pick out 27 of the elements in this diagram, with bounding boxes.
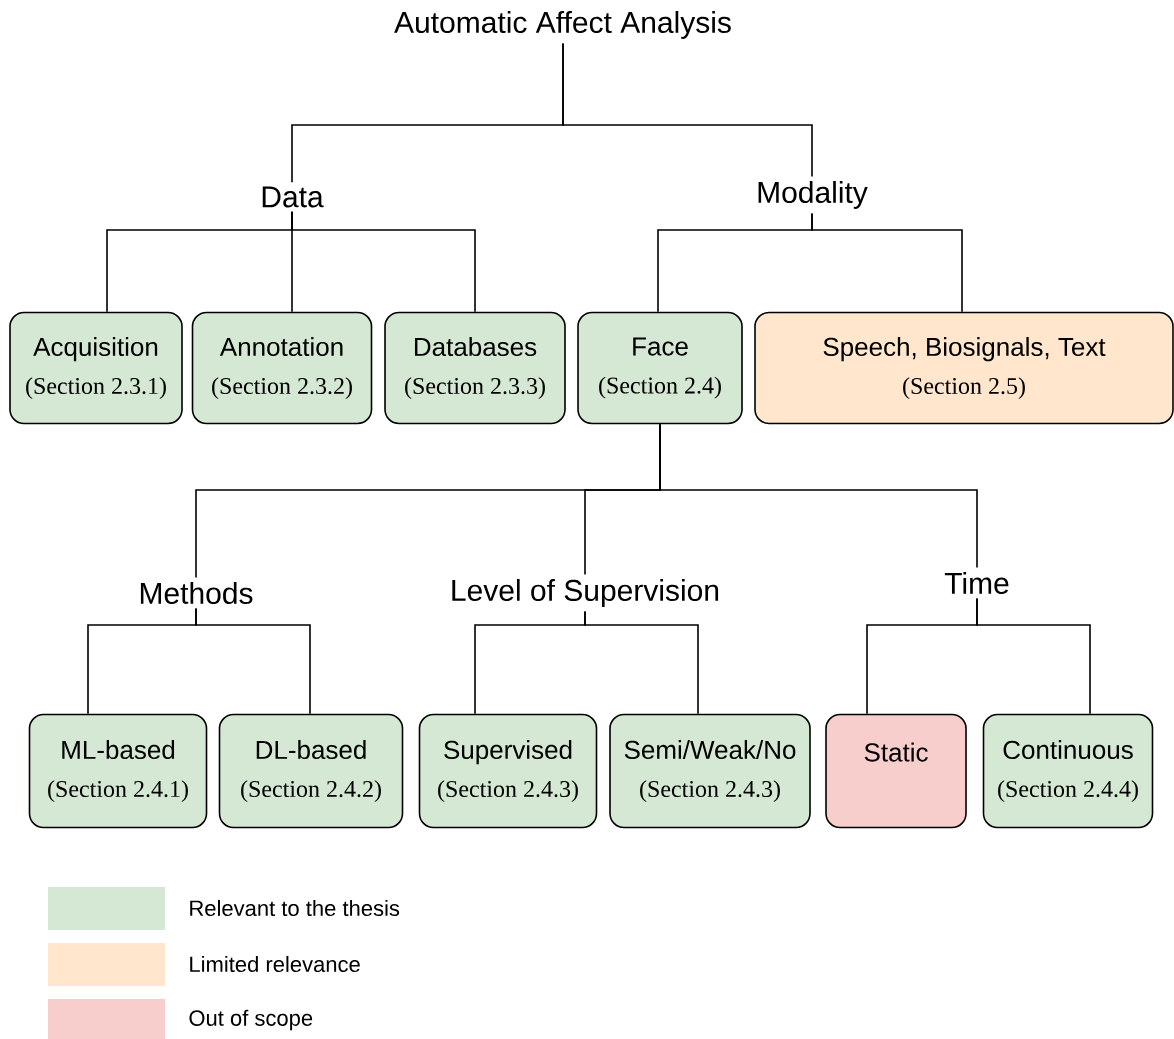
- category-label: Methods: [140, 582, 253, 604]
- category-box: Speech, Biosignals, Text (Section 2.5): [754, 311, 1174, 425]
- category-label: Time: [944, 572, 1009, 594]
- connector-line: [584, 610, 699, 715]
- legend-label: Limited relevance: [190, 955, 360, 973]
- category-box: Static: [825, 713, 967, 829]
- category-box: Supervised (Section 2.4.3): [418, 713, 598, 829]
- connector-line: [811, 212, 963, 313]
- category-box: ML-based (Section 2.4.1): [28, 713, 208, 829]
- connector-line: [659, 423, 978, 569]
- category-box: Semi/Weak/No (Section 2.4.3): [609, 713, 811, 829]
- connector-line: [976, 597, 1091, 715]
- connector-line: [291, 211, 476, 313]
- category-box: Face (Section 2.4): [577, 311, 743, 425]
- legend-label: Relevant to the thesis: [190, 899, 400, 917]
- category-label: Level of Supervision: [452, 579, 719, 607]
- category-box: DL-based (Section 2.4.2): [218, 713, 404, 829]
- legend-label: Out of scope: [189, 1009, 313, 1031]
- category-label: Automatic Affect Analysis: [394, 11, 731, 39]
- connector-line: [562, 42, 813, 178]
- category-box: Continuous (Section 2.4.4): [982, 713, 1154, 829]
- category-box: Databases (Section 2.3.3): [384, 311, 566, 425]
- category-label: Data: [262, 186, 324, 208]
- category-box: Acquisition (Section 2.3.1): [9, 311, 183, 425]
- category-label: Modality: [758, 181, 868, 209]
- connector-line: [195, 607, 311, 715]
- category-box: Annotation (Section 2.3.2): [191, 311, 373, 425]
